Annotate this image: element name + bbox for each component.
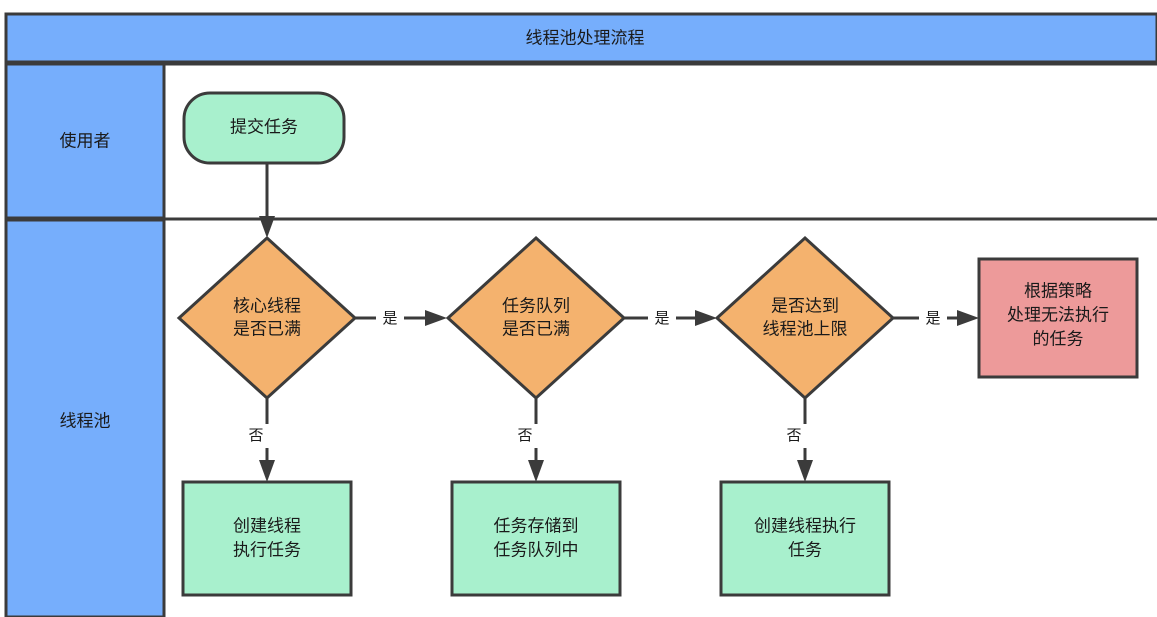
edge-limit-yes: 是 — [893, 310, 979, 327]
lane-header-user — [4, 62, 166, 220]
node-reject-policy-line-3: 的任务 — [1033, 329, 1084, 348]
edge-queue-yes: 是 — [624, 310, 717, 327]
lane-label-user: 使用者 — [60, 130, 111, 150]
node-reject-policy-line-2: 处理无法执行 — [1007, 305, 1109, 324]
node-create-thread-run[interactable]: 创建线程 执行任务 — [181, 480, 353, 597]
lane-header-pool — [4, 218, 166, 617]
edge-layer: 是 否 是 否 — [248, 163, 979, 482]
node-queue-full[interactable]: 任务队列 是否已满 — [445, 235, 627, 401]
diagram-title: 线程池处理流程 — [526, 28, 645, 47]
lane-label-pool: 线程池 — [60, 411, 111, 430]
edge-core-yes: 是 — [355, 310, 447, 327]
diagram-title-bar — [4, 12, 1157, 64]
node-core-threads-full[interactable]: 核心线程 是否已满 — [176, 235, 358, 401]
node-reject-policy[interactable]: 根据策略 处理无法执行 的任务 — [977, 257, 1139, 379]
node-submit-task[interactable]: 提交任务 — [182, 91, 346, 165]
node-create-thread-run-line-2: 执行任务 — [233, 540, 301, 559]
node-create-thread-run-2-line-2: 任务 — [788, 540, 822, 559]
node-core-threads-full-line-1: 核心线程 — [233, 296, 301, 315]
edge-submit-to-core — [259, 163, 275, 238]
edge-label-queue-no: 否 — [517, 427, 532, 444]
node-create-thread-run-2[interactable]: 创建线程执行 任务 — [719, 480, 891, 597]
edge-core-no: 否 — [248, 398, 275, 482]
edge-label-queue-yes: 是 — [654, 310, 669, 327]
edge-label-core-no: 否 — [248, 427, 263, 444]
node-store-to-queue-line-2: 任务队列中 — [494, 540, 579, 559]
swimlane-frame: 线程池处理流程 使用者 线程池 — [4, 12, 1157, 617]
edge-label-limit-no: 否 — [786, 427, 801, 444]
node-pool-limit-reached-line-1: 是否达到 — [771, 296, 839, 315]
node-core-threads-full-line-2: 是否已满 — [233, 319, 301, 338]
node-reject-policy-line-1: 根据策略 — [1024, 281, 1092, 300]
node-pool-limit-reached[interactable]: 是否达到 线程池上限 — [714, 235, 896, 401]
node-submit-task-line-1: 提交任务 — [230, 117, 298, 136]
node-layer: 提交任务 核心线程 是否已满 任务队列 是否已满 是否达到 线程池上限 — [176, 91, 1139, 597]
edge-queue-no: 否 — [517, 398, 544, 482]
node-store-to-queue[interactable]: 任务存储到 任务队列中 — [450, 480, 622, 597]
node-store-to-queue-line-1: 任务存储到 — [494, 516, 579, 535]
node-pool-limit-reached-line-2: 线程池上限 — [763, 319, 848, 338]
edge-limit-no: 否 — [786, 398, 813, 482]
node-create-thread-run-line-1: 创建线程 — [233, 516, 301, 535]
edge-label-limit-yes: 是 — [925, 310, 940, 327]
node-queue-full-line-2: 是否已满 — [502, 319, 570, 338]
edge-label-core-yes: 是 — [382, 310, 397, 327]
node-queue-full-line-1: 任务队列 — [502, 296, 570, 315]
node-create-thread-run-2-line-1: 创建线程执行 — [754, 516, 856, 535]
